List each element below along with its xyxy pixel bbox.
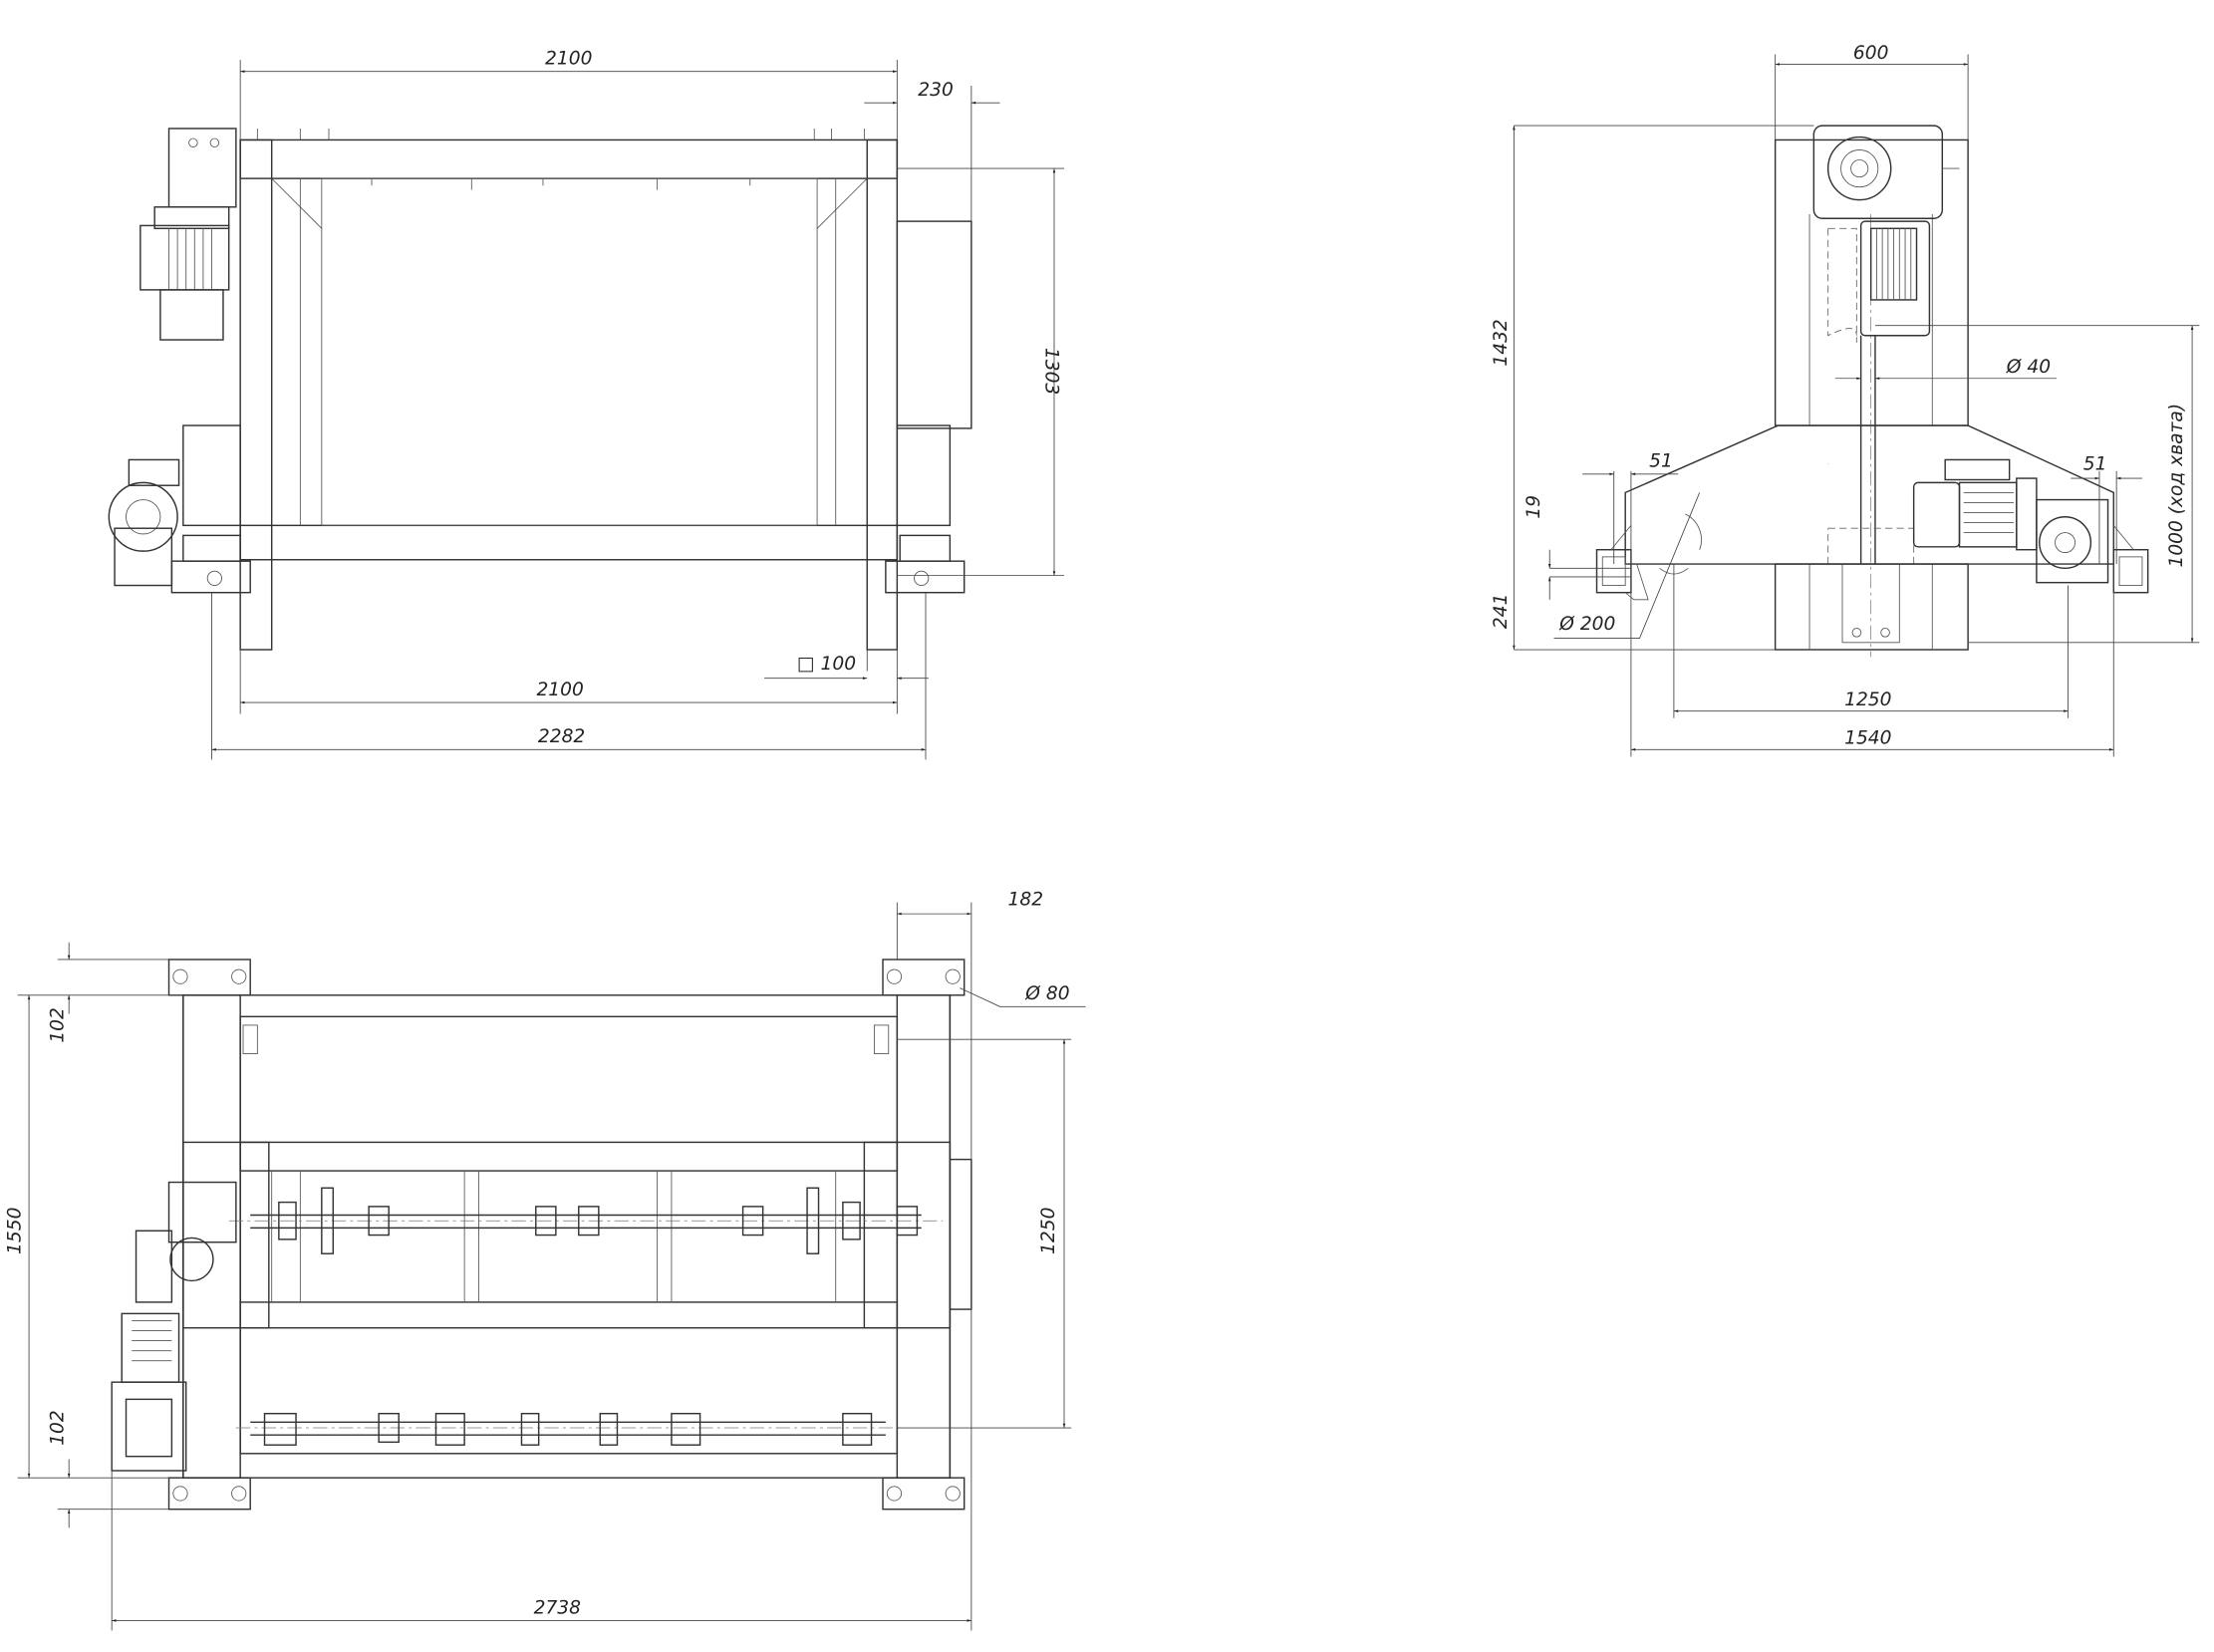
side-drive-motor [1912, 458, 2038, 551]
dim-pad-diameter: Ø 80 [1024, 983, 1069, 1004]
front-frame [239, 128, 899, 651]
dim-leg-section: □ 100 [797, 654, 856, 675]
dim-right-offset: 51 [2083, 453, 2107, 474]
front-gearbox-left [108, 458, 180, 587]
dim-track: 1250 [1844, 689, 1891, 710]
front-side-box-right-lower [896, 424, 952, 527]
front-dimensions [211, 60, 1065, 760]
plan-dimensions [17, 902, 1086, 1631]
dim-left-offset: 51 [1649, 451, 1673, 472]
side-dimensions [1513, 54, 2200, 757]
front-view: 2100 230 1303 □ 100 2100 2282 [108, 48, 1065, 760]
dim-top-margin: 102 [47, 1007, 68, 1043]
dim-side-height: 1432 [1491, 319, 1512, 366]
dim-wheel-diameter: Ø 200 [1558, 614, 1615, 635]
dim-foot-height: 241 [1491, 594, 1512, 630]
dim-side-overall: 1540 [1844, 728, 1891, 749]
dim-offset-230: 230 [918, 80, 954, 101]
dim-height-1303: 1303 [1040, 348, 1061, 395]
dim-overall-depth: 1550 [4, 1208, 25, 1254]
dim-small-19: 19 [1523, 495, 1544, 519]
dim-plan-offset: 182 [1008, 890, 1044, 911]
side-drive-gearbox [2036, 498, 2109, 584]
plan-corner-pads [167, 959, 966, 1511]
dim-bottom-width: 2100 [536, 680, 583, 700]
dim-bottom-margin: 102 [47, 1410, 68, 1446]
plan-view: 182 Ø 80 102 1550 102 1250 2738 [4, 890, 1086, 1631]
dim-top-width: 2100 [545, 48, 592, 69]
plan-frame [182, 994, 972, 1479]
plan-upper-shaft [228, 1187, 944, 1254]
front-side-box-right [896, 220, 972, 429]
dim-overall-length: 2738 [534, 1597, 582, 1618]
dim-shaft-diameter: Ø 40 [2006, 357, 2051, 378]
side-view: 600 1432 Ø 40 1000 (ход хвата) 51 51 19 … [1491, 43, 2200, 757]
dim-overall-width: 2282 [538, 726, 585, 747]
plan-lower-shaft [235, 1412, 901, 1446]
front-motor-top-left [139, 128, 237, 341]
side-top-gearbox [1812, 125, 1960, 219]
side-feet [1595, 513, 2149, 601]
dim-rail-span: 1250 [1038, 1208, 1059, 1254]
side-top-motor [1859, 220, 1931, 337]
dim-stroke: 1000 (ход хвата) [2166, 404, 2187, 568]
front-side-box-left [182, 424, 241, 527]
front-feet [170, 534, 966, 594]
dim-side-width: 600 [1853, 43, 1889, 64]
plan-drive-motors [111, 1181, 237, 1472]
